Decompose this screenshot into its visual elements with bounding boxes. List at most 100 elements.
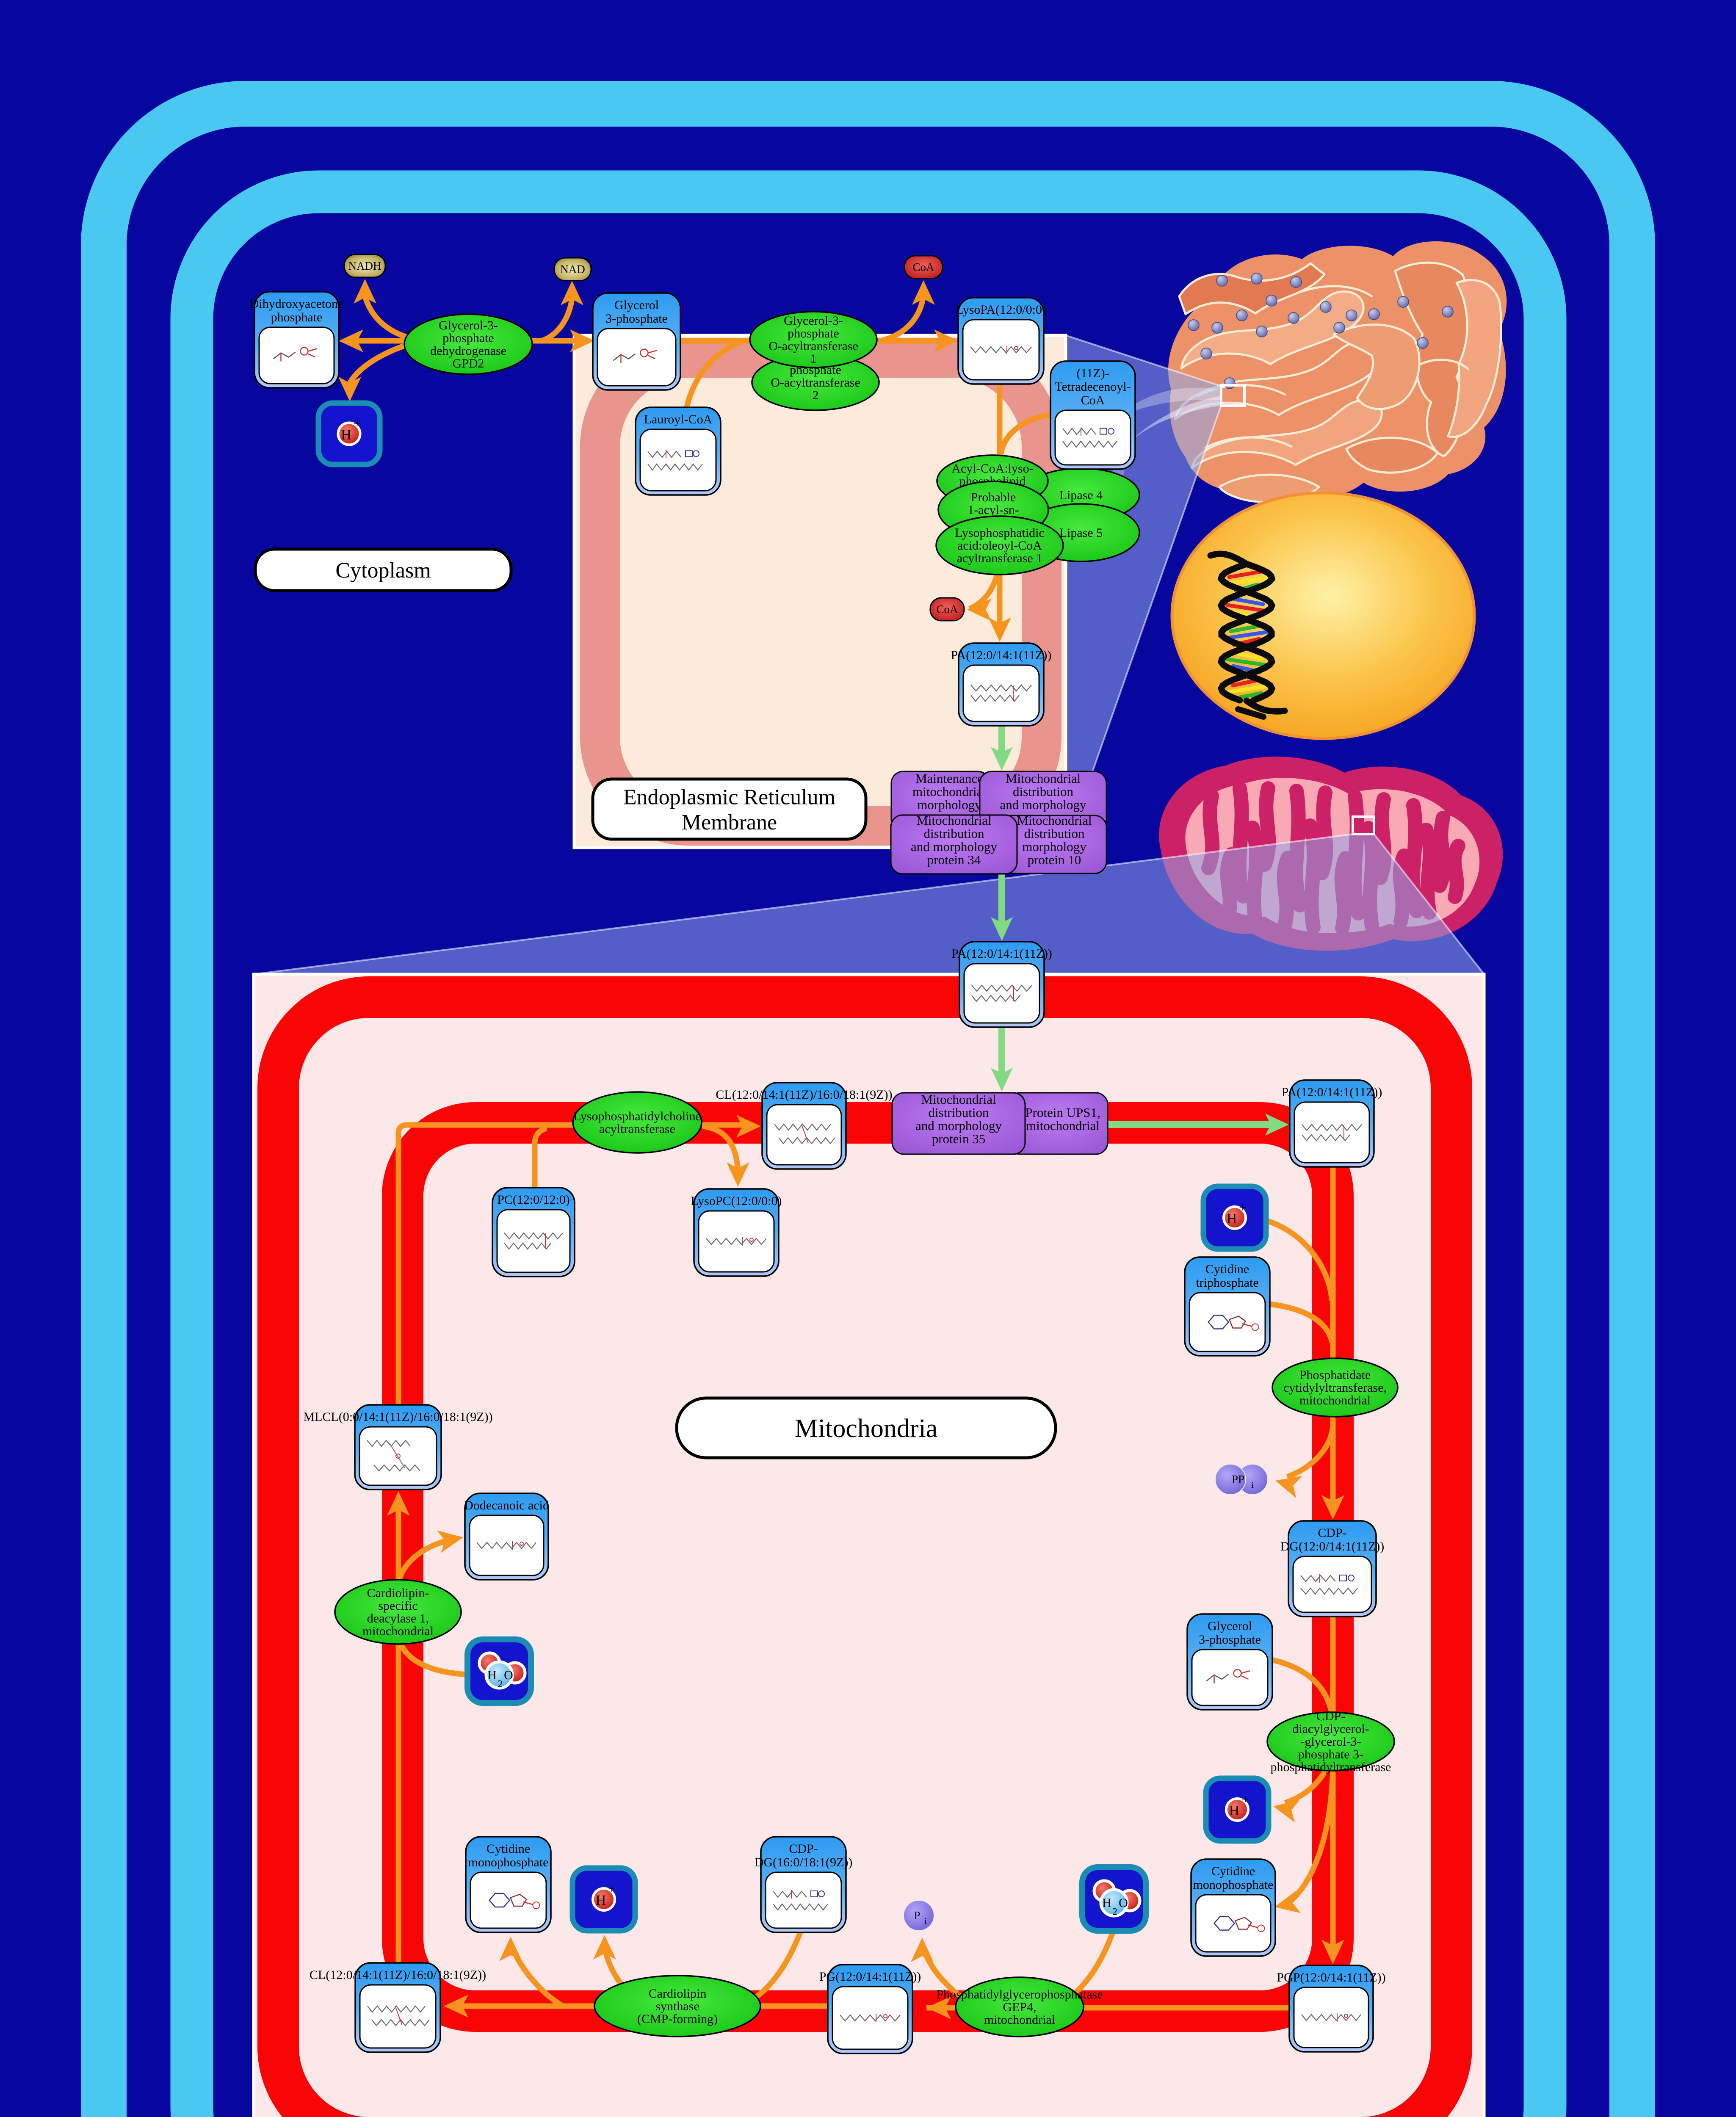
svg-text:GEP4,: GEP4, [1003, 2000, 1036, 2014]
svg-text:PG(12:0/14:1(11Z)): PG(12:0/14:1(11Z)) [819, 1970, 921, 1984]
svg-text:Tetradecenoyl-: Tetradecenoyl- [1055, 380, 1131, 394]
svg-text:Cytidine: Cytidine [487, 1842, 530, 1856]
svg-text:CL(12:0/14:1(11Z)/16:0/18:1(9Z: CL(12:0/14:1(11Z)/16:0/18:1(9Z)) [716, 1088, 892, 1102]
svg-text:H: H [487, 1668, 497, 1682]
svg-text:(CMP-forming): (CMP-forming) [637, 2012, 718, 2026]
svg-text:PA(12:0/14:1(11Z)): PA(12:0/14:1(11Z)) [1282, 1085, 1382, 1099]
svg-text:+: + [353, 416, 361, 431]
svg-text:Protein UPS1,: Protein UPS1, [1025, 1105, 1100, 1120]
svg-text:CoA: CoA [912, 261, 934, 274]
svg-text:Mitochondrial: Mitochondrial [1017, 813, 1092, 828]
svg-text:Cardiolipin-: Cardiolipin- [367, 1586, 429, 1600]
svg-text:Lysophosphatidic: Lysophosphatidic [955, 526, 1045, 540]
svg-text:O-acyltransferase: O-acyltransferase [768, 339, 858, 353]
svg-text:Phosphatidylglycerophosphatase: Phosphatidylglycerophosphatase [936, 1987, 1103, 2001]
svg-text:Lauroyl-CoA: Lauroyl-CoA [644, 412, 713, 426]
svg-text:Glycerol: Glycerol [614, 298, 659, 312]
svg-text:cytidylyltransferase,: cytidylyltransferase, [1283, 1381, 1387, 1395]
svg-text:2: 2 [1112, 1907, 1117, 1918]
svg-text:Glycerol: Glycerol [1208, 1619, 1252, 1633]
svg-text:H: H [1227, 1211, 1237, 1227]
svg-text:distribution: distribution [1013, 784, 1073, 799]
svg-text:dehydrogenase: dehydrogenase [430, 344, 506, 358]
svg-text:Mitochondria: Mitochondria [795, 1414, 938, 1443]
svg-text:Mitochondrial: Mitochondrial [916, 813, 991, 828]
svg-text:and morphology: and morphology [911, 839, 998, 854]
svg-text:Lipase 4: Lipase 4 [1059, 488, 1103, 502]
svg-text:DG(12:0/14:1(11Z)): DG(12:0/14:1(11Z)) [1280, 1539, 1385, 1553]
svg-text:monophosphate: monophosphate [468, 1855, 549, 1869]
svg-text:2: 2 [498, 1679, 503, 1690]
svg-text:NAD: NAD [560, 263, 585, 276]
svg-text:1-acyl-sn-: 1-acyl-sn- [968, 503, 1019, 517]
svg-text:H: H [1229, 1803, 1240, 1819]
svg-text:monophosphate: monophosphate [1193, 1878, 1274, 1892]
svg-text:Dodecanoic acid: Dodecanoic acid [464, 1498, 549, 1512]
svg-text:CoA: CoA [1081, 393, 1105, 407]
svg-text:H: H [596, 1893, 606, 1908]
svg-text:PP: PP [1232, 1473, 1244, 1486]
svg-text:GPD2: GPD2 [452, 357, 484, 370]
svg-text:acid:oleoyl-CoA: acid:oleoyl-CoA [957, 539, 1042, 553]
svg-text:diacylglycerol-: diacylglycerol- [1292, 1722, 1369, 1736]
svg-text:3-phosphate: 3-phosphate [1199, 1633, 1261, 1647]
svg-text:CDP-: CDP- [1318, 1526, 1346, 1540]
svg-text:synthase: synthase [655, 1999, 699, 2013]
svg-text:LysoPC(12:0/0:0): LysoPC(12:0/0:0) [691, 1194, 782, 1208]
svg-text:phosphate 3-: phosphate 3- [1298, 1747, 1363, 1761]
svg-text:PA(12:0/14:1(11Z)): PA(12:0/14:1(11Z)) [951, 947, 1052, 961]
svg-text:H: H [1102, 1896, 1111, 1910]
svg-text:protein 34: protein 34 [927, 852, 981, 867]
svg-text:PA(12:0/14:1(11Z)): PA(12:0/14:1(11Z)) [951, 648, 1052, 662]
svg-text:and morphology: and morphology [915, 1118, 1002, 1133]
svg-text:distribution: distribution [924, 826, 984, 841]
svg-text:mitochondrial: mitochondrial [362, 1624, 434, 1638]
svg-text:3-phosphate: 3-phosphate [605, 312, 668, 326]
svg-text:mitochondrial: mitochondrial [984, 2013, 1055, 2027]
svg-text:phosphatidyltransferase: phosphatidyltransferase [1271, 1760, 1391, 1774]
svg-text:phosphate: phosphate [788, 326, 839, 340]
svg-text:and morphology: and morphology [1000, 797, 1086, 812]
svg-text:Cytidine: Cytidine [1205, 1262, 1249, 1276]
svg-text:-glycerol-3-: -glycerol-3- [1300, 1735, 1361, 1749]
svg-text:PGP(12:0/14:1(11Z)): PGP(12:0/14:1(11Z)) [1277, 1971, 1385, 1984]
svg-text:NADH: NADH [348, 260, 381, 272]
svg-text:acyltransferase 1: acyltransferase 1 [957, 551, 1042, 565]
svg-text:Maintenance: Maintenance [915, 771, 983, 786]
svg-text:Dihydroxyacetone: Dihydroxyacetone [250, 297, 344, 311]
svg-text:PC(12:0/12:0): PC(12:0/12:0) [497, 1193, 570, 1207]
svg-text:specific: specific [378, 1599, 417, 1613]
svg-text:i: i [924, 1916, 927, 1926]
svg-text:mitochondrial: mitochondrial [1299, 1393, 1371, 1407]
svg-text:Cytoplasm: Cytoplasm [335, 558, 431, 583]
svg-text:distribution: distribution [1024, 826, 1085, 841]
svg-text:Phosphatidate: Phosphatidate [1299, 1368, 1371, 1382]
svg-text:mitochondrial: mitochondrial [1026, 1118, 1100, 1133]
svg-text:CDP-: CDP- [789, 1842, 818, 1856]
svg-text:Acyl-CoA:lyso-: Acyl-CoA:lyso- [951, 462, 1033, 475]
svg-text:Lipase 5: Lipase 5 [1059, 526, 1103, 540]
svg-text:Mitochondrial: Mitochondrial [1006, 771, 1081, 786]
svg-text:Cardiolipin: Cardiolipin [649, 1987, 707, 2001]
svg-text:protein 35: protein 35 [932, 1131, 986, 1146]
svg-text:mitochondrial: mitochondrial [912, 784, 986, 799]
svg-text:P: P [914, 1909, 920, 1922]
svg-text:+: + [1241, 1791, 1249, 1807]
svg-text:Probable: Probable [971, 490, 1016, 504]
svg-text:phosphate: phosphate [442, 331, 494, 345]
svg-text:(11Z)-: (11Z)- [1076, 366, 1109, 380]
svg-text:1: 1 [810, 352, 817, 366]
svg-text:acyltransferase: acyltransferase [599, 1122, 675, 1136]
svg-text:Membrane: Membrane [682, 810, 777, 835]
svg-text:Glycerol-3-: Glycerol-3- [784, 314, 843, 328]
svg-text:Endoplasmic Reticulum: Endoplasmic Reticulum [623, 785, 835, 809]
svg-text:CoA: CoA [936, 603, 958, 616]
svg-text:+: + [1239, 1199, 1247, 1215]
svg-text:O-acyltransferase: O-acyltransferase [771, 376, 860, 390]
svg-text:CL(12:0/14:1(11Z)/16:0/18:1(9Z: CL(12:0/14:1(11Z)/16:0/18:1(9Z)) [310, 1968, 486, 1982]
svg-text:triphosphate: triphosphate [1196, 1276, 1258, 1290]
svg-text:O: O [1119, 1896, 1128, 1910]
svg-text:LysoPA(12:0/0:0): LysoPA(12:0/0:0) [956, 303, 1046, 317]
svg-text:2: 2 [813, 388, 819, 402]
svg-text:MLCL(0:0/14:1(11Z)/16:0/18:1(9: MLCL(0:0/14:1(11Z)/16:0/18:1(9Z)) [303, 1410, 492, 1424]
